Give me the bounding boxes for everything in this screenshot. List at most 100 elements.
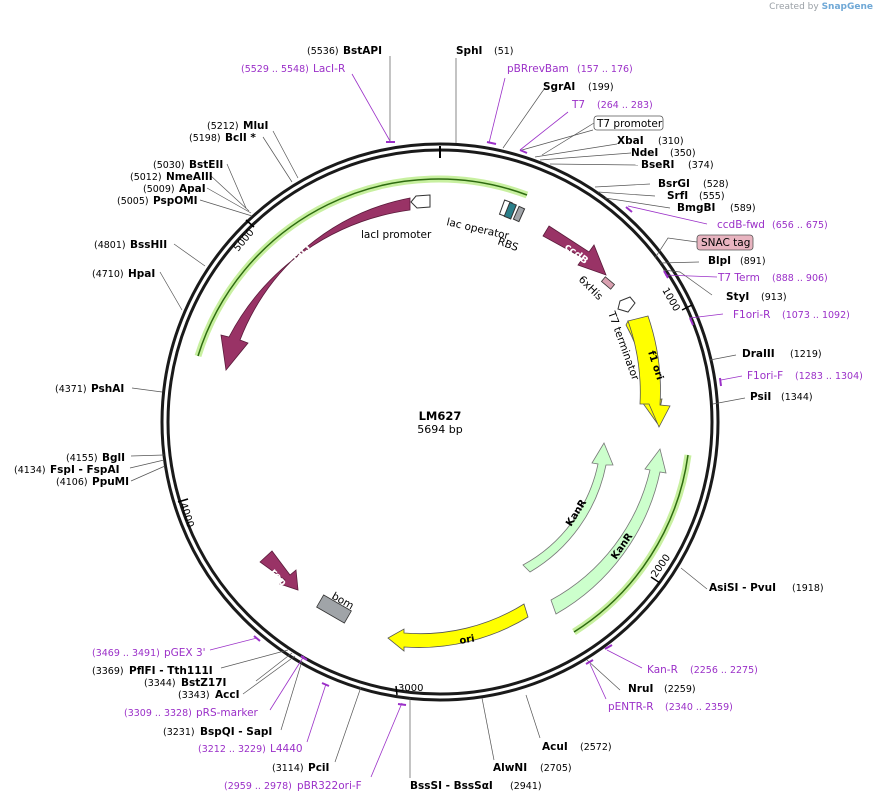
enzyme-name: NdeI xyxy=(631,147,658,159)
enzyme-name: FspI - FspAI xyxy=(50,464,120,476)
enzyme-pos: (2705) xyxy=(540,763,572,774)
enzyme-name: HpaI xyxy=(128,268,155,280)
snac-tag-box[interactable] xyxy=(696,234,754,251)
enzyme-pos: (5536) xyxy=(307,46,339,57)
t7-terminator-arrow[interactable] xyxy=(617,296,636,313)
enzyme-name: BlpI xyxy=(708,255,731,267)
enzyme-pos: (2941) xyxy=(510,781,542,792)
primer-name: pRS-marker xyxy=(196,707,259,719)
primer-name: T7 Term xyxy=(717,272,760,284)
primer-name: LacI-R xyxy=(313,63,345,75)
backbone-outer xyxy=(160,142,720,702)
lacI-cds[interactable] xyxy=(220,197,411,371)
plasmid-size: 5694 bp xyxy=(417,423,462,436)
enzyme-pos: (1344) xyxy=(781,392,813,403)
enzyme-pos: (310) xyxy=(658,136,684,147)
enzyme-name: AccI xyxy=(215,689,239,701)
rbs-box[interactable] xyxy=(512,205,526,223)
enzyme-pos: (51) xyxy=(494,46,514,57)
enzyme-name: BssSI - BssSαI xyxy=(410,780,493,792)
kanR-inner-cds[interactable] xyxy=(522,442,614,573)
enzyme-name: BmgBI xyxy=(677,202,715,214)
enzyme-name: BglI xyxy=(102,452,125,464)
enzyme-pos: (1219) xyxy=(790,349,822,360)
enzyme-pos: (4155) xyxy=(66,453,98,464)
enzyme-name: ApaI xyxy=(179,183,206,195)
enzyme-name: PspOMI xyxy=(153,195,198,207)
enzyme-pos: (555) xyxy=(699,191,725,202)
primer-range: (2256 .. 2275) xyxy=(690,665,758,676)
enzyme-pos: (2259) xyxy=(664,684,696,695)
enzyme-name: BstZ17I xyxy=(181,677,226,689)
primer-range: (2340 .. 2359) xyxy=(665,702,733,713)
primer-name: F1ori-R xyxy=(733,309,770,321)
snapgene-credit: Created by SnapGene xyxy=(769,2,873,12)
enzyme-pos: (3344) xyxy=(144,678,176,689)
enzyme-pos: (3369) xyxy=(92,666,124,677)
enzyme-pos: (5212) xyxy=(207,121,239,132)
snac-tag-leader xyxy=(654,237,698,259)
enzyme-name: AcuI xyxy=(542,741,568,753)
credit-prefix: Created by xyxy=(769,2,819,12)
enzyme-pos: (1918) xyxy=(792,583,824,594)
t7-promoter-leader xyxy=(541,122,595,156)
primer-name: pBRrevBam xyxy=(507,63,569,75)
enzyme-pos: (589) xyxy=(730,203,756,214)
primer-range: (3212 .. 3229) xyxy=(198,744,266,755)
kanR-highlight-line xyxy=(573,454,689,633)
enzyme-pos: (4710) xyxy=(92,269,124,280)
enzyme-name: XbaI xyxy=(617,135,644,147)
primer-range: (5529 .. 5548) xyxy=(241,64,309,75)
bom-feature[interactable] xyxy=(316,594,352,624)
tick-mark-1000 xyxy=(681,304,693,311)
enzyme-pos: (3114) xyxy=(272,763,304,774)
f1-ori-arrow[interactable] xyxy=(627,315,671,428)
primer-range: (264 .. 283) xyxy=(597,100,653,111)
enzyme-name: BclI * xyxy=(225,132,256,144)
primer-range: (1073 .. 1092) xyxy=(782,310,850,321)
enzyme-pos: (3343) xyxy=(178,690,210,701)
rop-cds[interactable] xyxy=(259,550,299,591)
tick-mark-4000 xyxy=(177,498,189,503)
enzyme-pos: (2572) xyxy=(580,742,612,753)
his-tag-box[interactable] xyxy=(600,276,616,290)
enzyme-name: PpuMI xyxy=(92,476,129,488)
enzyme-name: SgrAI xyxy=(543,81,575,93)
primer-range: (2959 .. 2978) xyxy=(224,781,292,792)
enzyme-pos: (4801) xyxy=(94,240,126,251)
lacI-highlight-line xyxy=(197,178,528,357)
plasmid-name: LM627 xyxy=(419,409,462,423)
ori-label: ori xyxy=(459,633,476,646)
enzyme-pos: (5005) xyxy=(117,196,149,207)
enzyme-name: PflFI - Tth111I xyxy=(129,665,213,677)
snac-tag-label: SNAC tag xyxy=(701,237,750,249)
primer-name: pBR322ori-F xyxy=(297,780,362,792)
primer-range: (157 .. 176) xyxy=(577,64,633,75)
enzyme-pos: (4106) xyxy=(56,477,88,488)
enzyme-name: BstAPI xyxy=(343,45,382,57)
ccdB-cds[interactable] xyxy=(542,225,607,276)
enzyme-leaders xyxy=(129,56,746,778)
primer-range: (1283 .. 1304) xyxy=(795,371,863,382)
enzyme-name: DraIII xyxy=(742,348,775,360)
enzyme-pos: (4371) xyxy=(55,384,87,395)
his-tag-label: 6xHis xyxy=(576,274,605,303)
lacI-promoter-arrow[interactable] xyxy=(410,194,431,209)
enzyme-name: BseRI xyxy=(641,159,674,171)
primer-name: pGEX 3' xyxy=(164,647,206,659)
enzyme-name: StyI xyxy=(726,291,749,303)
enzyme-pos: (5030) xyxy=(153,160,185,171)
enzyme-pos: (374) xyxy=(688,160,714,171)
primer-name: ccdB-fwd xyxy=(717,219,765,231)
enzyme-pos: (350) xyxy=(670,148,696,159)
enzyme-name: BstEII xyxy=(189,159,223,171)
primer-name: T7 xyxy=(571,99,585,111)
primer-range: (3309 .. 3328) xyxy=(124,708,192,719)
lac-operator-core[interactable] xyxy=(503,201,517,220)
primer-range: (656 .. 675) xyxy=(772,220,828,231)
kanR-outer-cds[interactable] xyxy=(550,448,667,615)
enzyme-name: NruI xyxy=(628,683,653,695)
enzyme-pos: (4134) xyxy=(14,465,46,476)
tick-label-4000: 4000 xyxy=(177,502,195,530)
ori[interactable] xyxy=(387,603,529,652)
